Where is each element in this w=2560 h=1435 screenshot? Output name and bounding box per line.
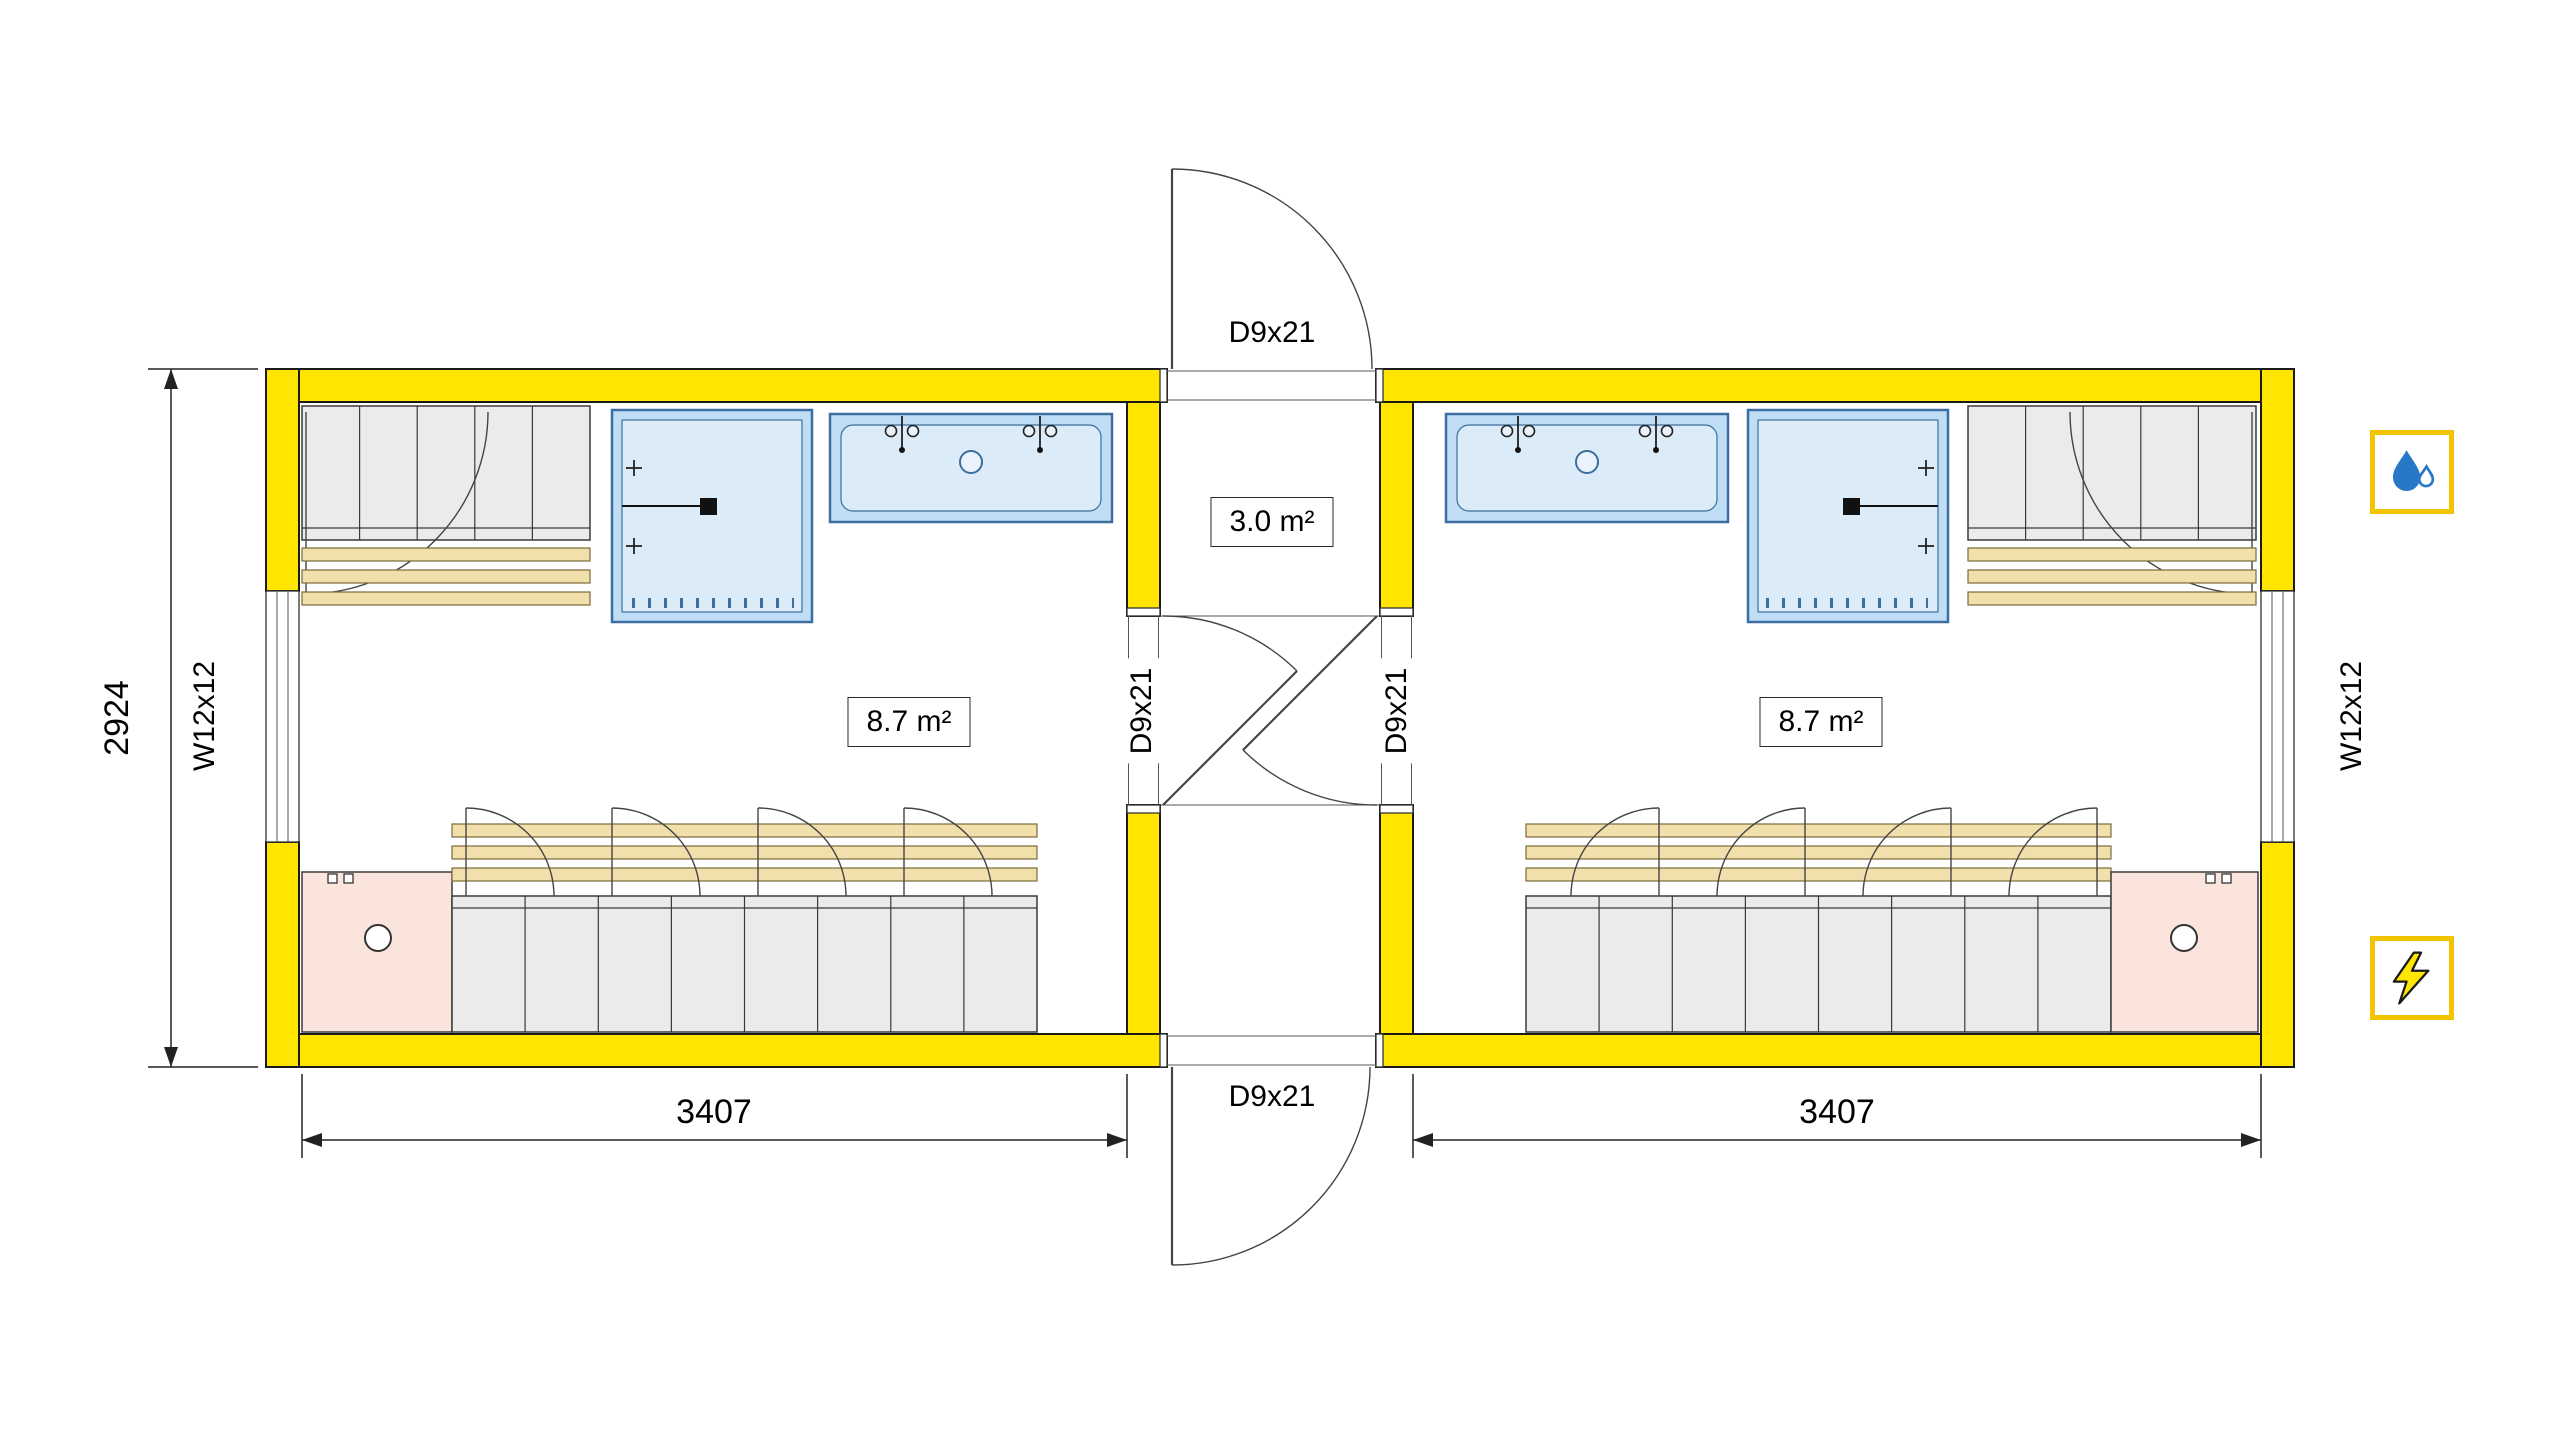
- room-right-area-label: 8.7 m²: [1759, 697, 1883, 747]
- dimension-depth-label: 2924: [97, 671, 137, 765]
- room-left-area-label: 8.7 m²: [847, 697, 971, 747]
- entrance-door-top: [1159, 168, 1384, 403]
- door-top-label: D9x21: [1219, 315, 1325, 351]
- sink-counter-left: [828, 412, 1114, 524]
- dimension-width-left: [301, 1074, 1128, 1158]
- interior-door-right: [1242, 607, 1414, 814]
- window-right: [2260, 590, 2295, 843]
- shower-right: [1746, 408, 1950, 624]
- bench-bottom-right: [1525, 823, 2112, 882]
- dimension-width-left-label: 3407: [667, 1092, 761, 1132]
- dimension-width-right-label: 3407: [1790, 1092, 1884, 1132]
- dimension-height: [148, 368, 258, 1068]
- water-heater-right: [2110, 871, 2259, 1033]
- water-heater-left: [301, 871, 453, 1033]
- bench-top-left: [301, 547, 591, 606]
- interior-door-left: [1126, 607, 1380, 814]
- lockers-top-right: [1967, 405, 2257, 595]
- electricity-icon: [2370, 936, 2454, 1020]
- entrance-door-bottom: [1159, 1033, 1384, 1266]
- dimension-width-right: [1412, 1074, 2262, 1158]
- lockers-bottom-right: [1525, 807, 2112, 1033]
- exterior-walls: [265, 368, 2295, 1068]
- bench-top-right: [1967, 547, 2257, 606]
- lockers-bottom-left: [451, 807, 1038, 1033]
- door-bottom-label: D9x21: [1219, 1079, 1325, 1115]
- door-interior-left-label: D9x21: [1124, 658, 1160, 764]
- shower-left: [610, 408, 814, 624]
- window-left: [265, 590, 300, 843]
- vestibule-area-label: 3.0 m²: [1210, 497, 1334, 547]
- water-supply-icon: [2370, 430, 2454, 514]
- lockers-top-left: [301, 405, 591, 595]
- door-interior-right-label: D9x21: [1379, 658, 1415, 764]
- sink-counter-right: [1444, 412, 1730, 524]
- window-right-label: W12x12: [2334, 651, 2370, 781]
- window-left-label: W12x12: [187, 651, 223, 781]
- bench-bottom-left: [451, 823, 1038, 882]
